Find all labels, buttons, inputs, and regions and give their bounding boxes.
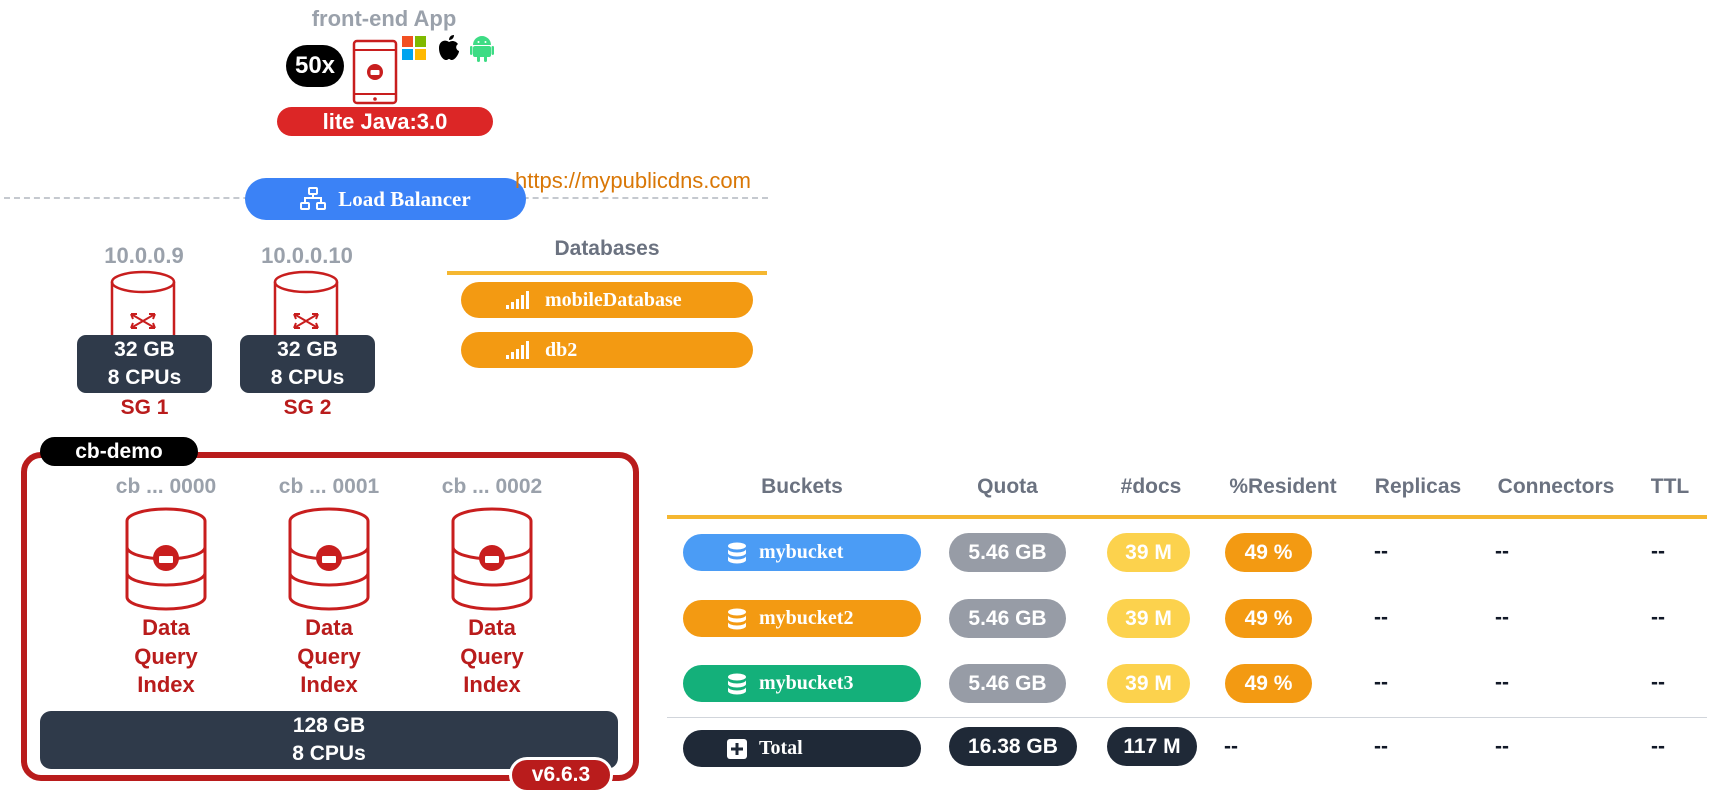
service-label: Query bbox=[297, 643, 361, 669]
total-connectors-value: -- bbox=[1495, 735, 1509, 758]
sg-memory: 32 GB bbox=[114, 338, 175, 361]
service-label: Query bbox=[460, 643, 524, 669]
replicas-value: -- bbox=[1374, 671, 1388, 694]
apple-icon bbox=[439, 35, 459, 60]
replicas-value: -- bbox=[1374, 540, 1388, 563]
column-header-ttl: TTL bbox=[1650, 475, 1690, 498]
database-icon bbox=[728, 673, 746, 695]
total-label: Total bbox=[759, 737, 803, 759]
quota-value: 5.46 GB bbox=[949, 664, 1066, 703]
sg-name: SG 2 bbox=[283, 396, 332, 419]
sg-ip: 10.0.0.10 bbox=[261, 243, 353, 268]
sg-spec-card: 32 GB 8 CPUs bbox=[77, 335, 212, 393]
tablet-icon bbox=[352, 39, 398, 105]
connectors-value: -- bbox=[1495, 540, 1509, 563]
sdk-version-badge: lite Java:3.0 bbox=[277, 107, 493, 136]
column-header-resident: %Resident bbox=[1229, 475, 1337, 498]
cluster-memory: 128 GB bbox=[292, 714, 366, 737]
node-name: cb ... 0002 bbox=[441, 475, 543, 498]
table-header-divider bbox=[667, 515, 1707, 519]
quota-value: 5.46 GB bbox=[949, 533, 1066, 572]
resident-value: 49 % bbox=[1225, 599, 1312, 638]
service-label: Index bbox=[463, 672, 521, 697]
bucket-pill-mybucket[interactable]: mybucket bbox=[683, 534, 921, 571]
database-icon bbox=[728, 542, 746, 564]
total-quota-value: 16.38 GB bbox=[949, 727, 1077, 766]
total-resident-value: -- bbox=[1224, 735, 1238, 758]
windows-icon bbox=[402, 36, 426, 60]
service-label: Index bbox=[137, 672, 195, 697]
docs-value: 39 M bbox=[1107, 599, 1190, 638]
node-name: cb ... 0000 bbox=[115, 475, 217, 498]
bucket-name: mybucket2 bbox=[759, 607, 854, 629]
node-services: Data Query Index bbox=[412, 614, 572, 700]
docs-value: 39 M bbox=[1107, 664, 1190, 703]
ttl-value: -- bbox=[1651, 540, 1665, 563]
ttl-value: -- bbox=[1651, 671, 1665, 694]
service-label: Data bbox=[468, 615, 516, 640]
replicas-value: -- bbox=[1374, 606, 1388, 629]
quota-value: 5.46 GB bbox=[949, 599, 1066, 638]
cluster-cpus: 8 CPUs bbox=[292, 742, 366, 765]
cluster-version-badge: v6.6.3 bbox=[509, 757, 613, 793]
total-docs-value: 117 M bbox=[1107, 727, 1197, 766]
ttl-value: -- bbox=[1651, 606, 1665, 629]
signal-icon bbox=[506, 341, 529, 359]
docs-value: 39 M bbox=[1107, 533, 1190, 572]
database-item[interactable]: db2 bbox=[461, 332, 753, 368]
resident-value: 49 % bbox=[1225, 664, 1312, 703]
databases-divider bbox=[447, 271, 767, 275]
database-icon bbox=[728, 608, 746, 630]
signal-icon bbox=[506, 291, 529, 309]
service-label: Index bbox=[300, 672, 358, 697]
network-icon bbox=[300, 187, 327, 210]
service-label: Query bbox=[134, 643, 198, 669]
sg-cpus: 8 CPUs bbox=[270, 366, 345, 389]
total-ttl-value: -- bbox=[1651, 735, 1665, 758]
total-pill: Total bbox=[683, 730, 921, 767]
android-icon bbox=[470, 36, 494, 62]
bucket-name: mybucket bbox=[759, 541, 844, 563]
connectors-value: -- bbox=[1495, 606, 1509, 629]
sg-spec-card: 32 GB 8 CPUs bbox=[240, 335, 375, 393]
node-name: cb ... 0001 bbox=[278, 475, 380, 498]
cluster-name: cb-demo bbox=[40, 437, 198, 466]
plus-square-icon bbox=[727, 739, 747, 759]
total-row-divider bbox=[667, 717, 1707, 718]
service-label: Data bbox=[142, 615, 190, 640]
bucket-pill-mybucket2[interactable]: mybucket2 bbox=[683, 600, 921, 637]
load-balancer-button[interactable]: Load Balancer bbox=[245, 178, 526, 220]
service-label: Data bbox=[305, 615, 353, 640]
database-item[interactable]: mobileDatabase bbox=[461, 282, 753, 318]
sg-cpus: 8 CPUs bbox=[107, 366, 182, 389]
instance-count-badge: 50x bbox=[286, 45, 344, 87]
database-name: mobileDatabase bbox=[545, 288, 682, 311]
column-header-quota: Quota bbox=[977, 475, 1038, 498]
database-node-icon bbox=[125, 507, 207, 611]
resident-value: 49 % bbox=[1225, 533, 1312, 572]
public-dns-link[interactable]: https://mypublicdns.com bbox=[515, 168, 751, 193]
column-header-docs: #docs bbox=[1120, 475, 1182, 498]
total-replicas-value: -- bbox=[1374, 735, 1388, 758]
column-header-buckets: Buckets bbox=[761, 475, 843, 498]
database-node-icon bbox=[451, 507, 533, 611]
column-header-connectors: Connectors bbox=[1497, 475, 1615, 498]
load-balancer-label: Load Balancer bbox=[338, 186, 471, 211]
node-services: Data Query Index bbox=[86, 614, 246, 700]
sync-gateway-icon bbox=[110, 270, 176, 338]
bucket-pill-mybucket3[interactable]: mybucket3 bbox=[683, 665, 921, 702]
database-name: db2 bbox=[545, 338, 578, 361]
column-header-replicas: Replicas bbox=[1374, 475, 1462, 498]
bucket-name: mybucket3 bbox=[759, 672, 854, 694]
node-services: Data Query Index bbox=[249, 614, 409, 700]
sg-name: SG 1 bbox=[120, 396, 169, 419]
sg-ip: 10.0.0.9 bbox=[104, 243, 184, 268]
frontend-app-title: front-end App bbox=[311, 6, 457, 31]
database-node-icon bbox=[288, 507, 370, 611]
sg-memory: 32 GB bbox=[277, 338, 338, 361]
connectors-value: -- bbox=[1495, 671, 1509, 694]
sync-gateway-icon bbox=[273, 270, 339, 338]
databases-title: Databases bbox=[554, 237, 660, 260]
